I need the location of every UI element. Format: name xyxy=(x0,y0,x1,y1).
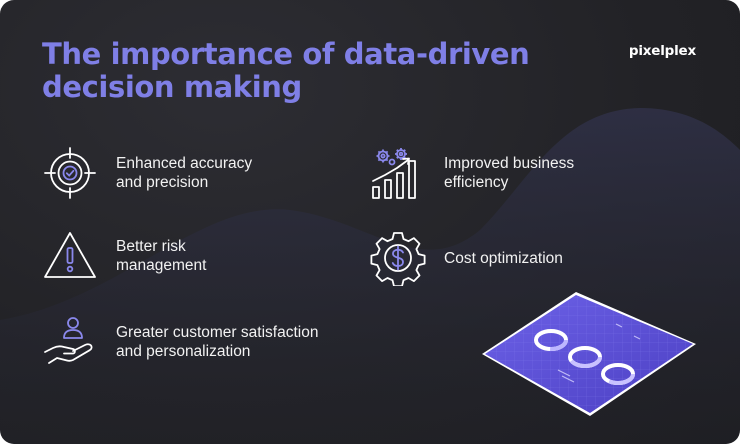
dollar-gear-icon xyxy=(370,230,426,286)
page-title: The importance of data-driven decision m… xyxy=(42,37,530,104)
hand-user-icon xyxy=(42,314,98,370)
brand-logo: pixelplex xyxy=(628,43,696,59)
target-check-icon xyxy=(42,145,98,201)
donut-chart-graphic xyxy=(534,329,635,385)
benefit-item-cost: Cost optimization xyxy=(370,230,563,286)
warning-triangle-icon xyxy=(42,228,98,284)
benefit-item-accuracy: Enhanced accuracy and precision xyxy=(42,145,252,201)
benefit-item-risk: Better risk management xyxy=(42,228,206,284)
benefit-item-customer: Greater customer satisfaction and person… xyxy=(42,314,318,370)
benefit-label: Enhanced accuracy and precision xyxy=(116,155,253,191)
gears-bar-chart-icon xyxy=(370,145,426,201)
benefit-label: Greater customer satisfaction and person… xyxy=(116,324,319,360)
benefit-label: Cost optimization xyxy=(444,249,563,267)
benefit-label: Improved business efficiency xyxy=(444,155,575,191)
dashboard-illustration xyxy=(482,292,696,416)
benefit-item-efficiency: Improved business efficiency xyxy=(370,145,574,201)
benefit-label: Better risk management xyxy=(116,238,207,274)
